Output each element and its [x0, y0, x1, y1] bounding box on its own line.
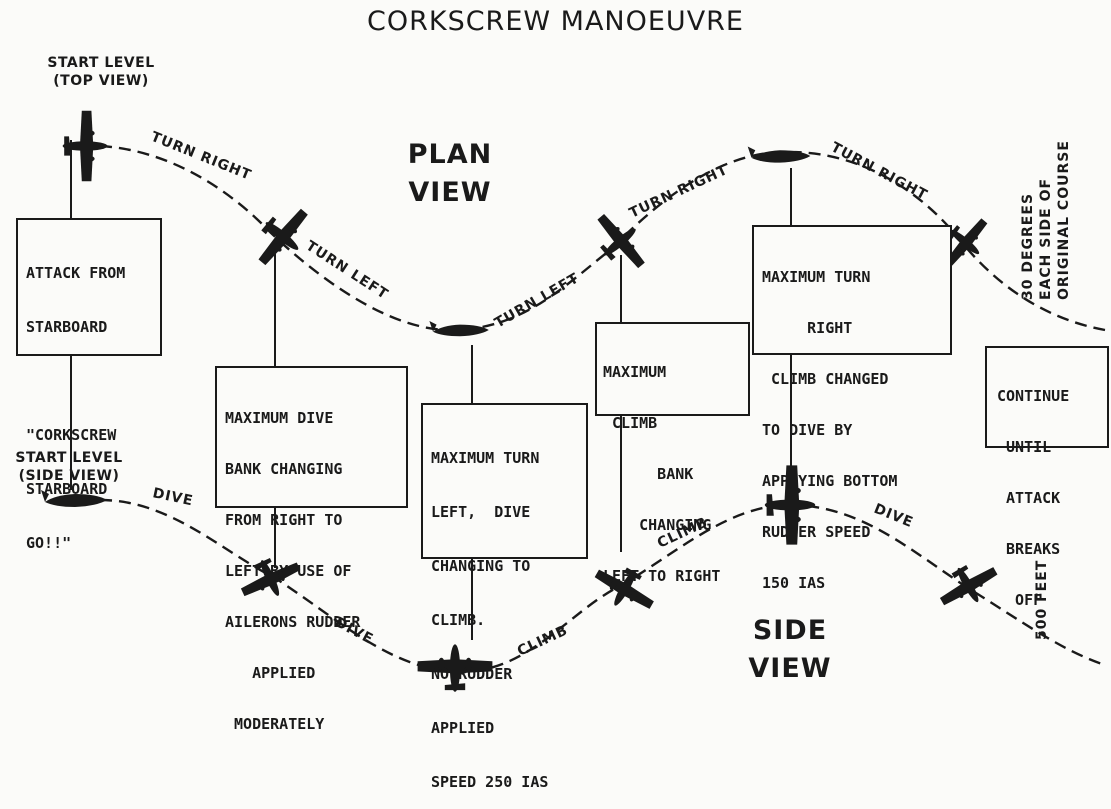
label-dive: DIVE [151, 485, 195, 509]
continue-line: OFF [997, 591, 1043, 609]
degrees-line-1: 30 DEGREES [1020, 193, 1036, 300]
turn-right-line: CLIMB CHANGED [762, 370, 889, 388]
climb-line: CHANGING [603, 516, 712, 534]
attack-line [26, 372, 152, 390]
start-level-top-label: START LEVEL (TOP VIEW) [36, 54, 166, 90]
continue-line: BREAKS [997, 540, 1061, 558]
side-view-word: SIDE [752, 615, 828, 646]
feet-note: 500 FEET [1034, 560, 1050, 640]
turn-left-line: NO RUDDER [431, 665, 513, 683]
aircraft-top-icon [429, 321, 489, 337]
turn-right-line: MAXIMUM TURN [762, 268, 871, 286]
attack-line: "CORKSCREW [26, 426, 117, 444]
climb-box: MAXIMUM CLIMB BANK CHANGING LEFT TO RIGH… [595, 322, 750, 585]
attack-line: STARBOARD [26, 480, 108, 498]
turn-left-line: APPLIED [431, 719, 495, 737]
turn-left-line: MAXIMUM TURN [431, 449, 540, 467]
turn-left-box: MAXIMUM TURN LEFT, DIVE CHANGING TO CLIM… [421, 403, 588, 791]
climb-line: CLIMB [603, 414, 658, 432]
attack-line: GO!!" [26, 534, 72, 552]
turn-left-line: SPEED 250 IAS [431, 773, 549, 791]
aircraft-side-icon [931, 552, 1005, 618]
degrees-note: 30 DEGREES EACH SIDE OF ORIGINAL COURSE [1020, 140, 1072, 300]
start-level-text: START LEVEL [47, 55, 155, 71]
turn-left-line: CHANGING TO [431, 557, 531, 575]
aircraft-top-icon [244, 197, 320, 275]
climb-line: BANK [603, 465, 694, 483]
side-view-label: SIDE VIEW [730, 612, 850, 688]
label-turn-left: TURN LEFT [492, 270, 582, 331]
turn-right-line: RUDDER SPEED [762, 523, 871, 541]
plan-view-word: PLAN [407, 139, 493, 170]
view-word: VIEW [748, 653, 832, 684]
attack-line: ATTACK FROM [26, 264, 126, 282]
turn-right-line: TO DIVE BY [762, 421, 853, 439]
label-turn-right: TURN RIGHT [828, 139, 930, 203]
dive-line: LEFT BY USE OF [225, 562, 352, 580]
continue-line: ATTACK [997, 489, 1061, 507]
continue-box: CONTINUE UNTIL ATTACK BREAKS OFF [985, 346, 1109, 609]
dive-line: MAXIMUM DIVE [225, 409, 334, 427]
turn-left-line: LEFT, DIVE [431, 503, 531, 521]
dive-line: AILERONS RUDDER [225, 613, 361, 631]
continue-line: CONTINUE [997, 387, 1070, 405]
turn-right-line: 150 IAS [762, 574, 826, 592]
turn-right-line: APPLYING BOTTOM [762, 472, 898, 490]
dive-line: APPLIED [225, 664, 316, 682]
label-turn-right: TURN RIGHT [149, 129, 254, 184]
diagram-title: CORKSCREW MANOEUVRE [367, 6, 744, 37]
view-word: VIEW [408, 177, 492, 208]
start-level-text: START LEVEL [15, 450, 123, 466]
turn-left-line: CLIMB. [431, 611, 486, 629]
aircraft-top-icon [62, 110, 108, 182]
dive-line: MODERATELY [225, 715, 325, 733]
attack-box: ATTACK FROM STARBOARD "CORKSCREW STARBOA… [16, 218, 162, 552]
corkscrew-diagram: TURN RIGHT TURN LEFT TURN LEFT TURN RIGH… [41, 110, 1106, 692]
turn-right-box: MAXIMUM TURN RIGHT CLIMB CHANGED TO DIVE… [752, 225, 952, 592]
degrees-line-3: ORIGINAL COURSE [1056, 140, 1072, 300]
label-turn-right: TURN RIGHT [627, 162, 731, 222]
climb-line: MAXIMUM [603, 363, 667, 381]
turn-right-line: RIGHT [762, 319, 853, 337]
plan-view-label: PLAN VIEW [390, 136, 510, 212]
top-view-text: (TOP VIEW) [53, 73, 149, 89]
dive-line: BANK CHANGING [225, 460, 343, 478]
dive-line: FROM RIGHT TO [225, 511, 343, 529]
dive-box: MAXIMUM DIVE BANK CHANGING FROM RIGHT TO… [215, 366, 408, 733]
continue-line: UNTIL [997, 438, 1052, 456]
degrees-line-2: EACH SIDE OF [1038, 178, 1054, 300]
attack-line: STARBOARD [26, 318, 108, 336]
side-view-text: (SIDE VIEW) [18, 468, 120, 484]
climb-line: LEFT TO RIGHT [603, 567, 721, 585]
start-level-side-label: START LEVEL (SIDE VIEW) [4, 449, 134, 485]
